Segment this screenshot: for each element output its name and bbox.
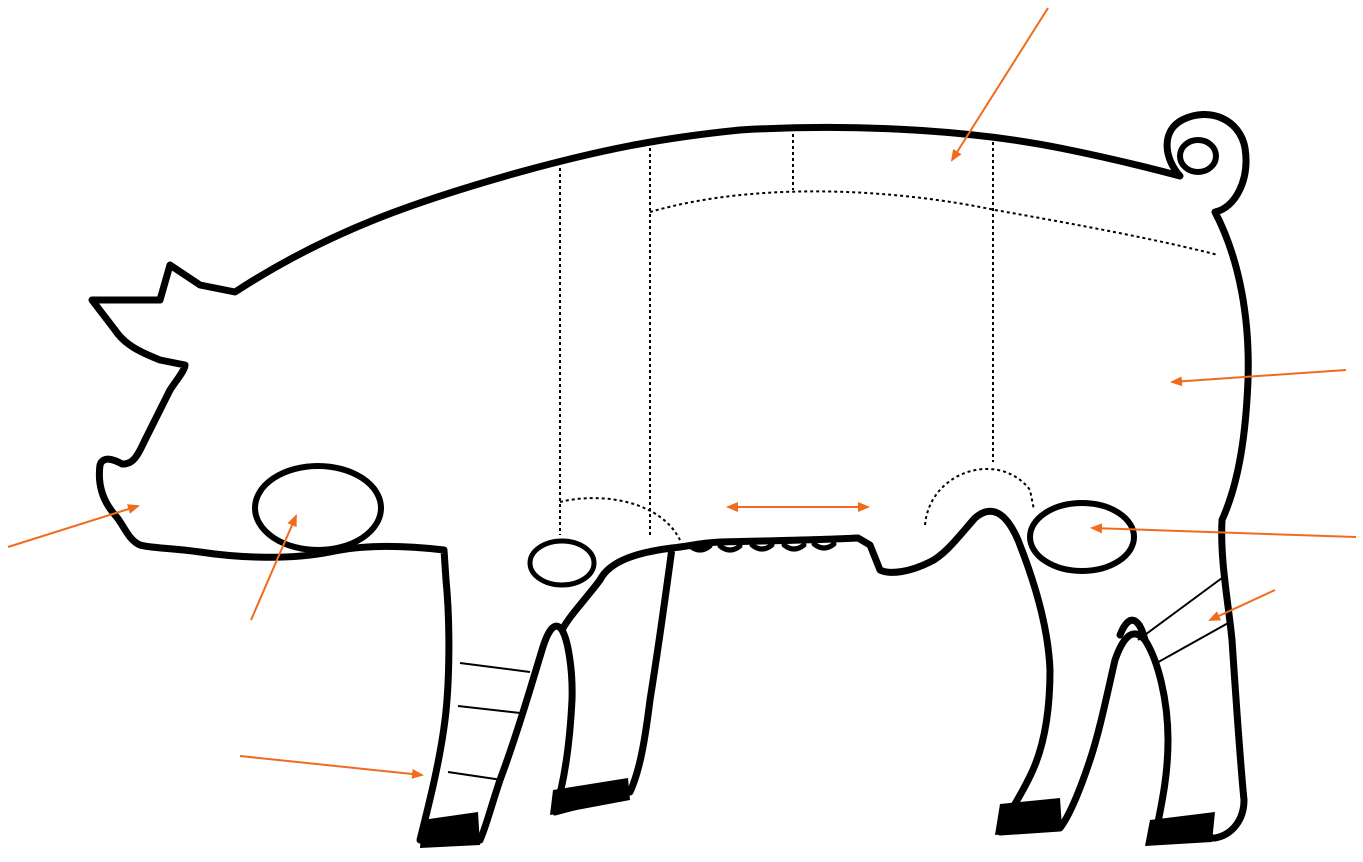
hoof-front-right [550, 778, 630, 815]
hoof-back-left [995, 798, 1062, 835]
arrows [7, 7, 1357, 779]
arrow-stifle [1090, 523, 1357, 538]
hoof-back-right [1145, 812, 1215, 846]
cut-line-shoulder-bottom [559, 497, 681, 541]
hoof-front-left [420, 812, 480, 848]
stifle-oval [1027, 500, 1137, 574]
arrow-loin [950, 7, 1049, 162]
cut-line-loin [649, 190, 1219, 256]
hooves [420, 778, 1215, 848]
leg-joint-lines [447, 577, 1231, 781]
arrow-shoulder [250, 514, 297, 621]
jowl-oval [252, 463, 384, 553]
cut-line-ham-bottom [924, 467, 1035, 526]
elbow-oval [527, 538, 597, 588]
cut-lines [559, 134, 1219, 541]
tail-curl [1177, 137, 1219, 175]
arrow-jowl [7, 504, 140, 548]
pig-body-outline [88, 111, 1252, 844]
arrow-pastern [239, 755, 424, 779]
arrow-hock [1208, 589, 1276, 621]
teats [687, 541, 837, 553]
arrow-ham [1170, 369, 1347, 387]
front-leg-inner-line [558, 544, 676, 634]
